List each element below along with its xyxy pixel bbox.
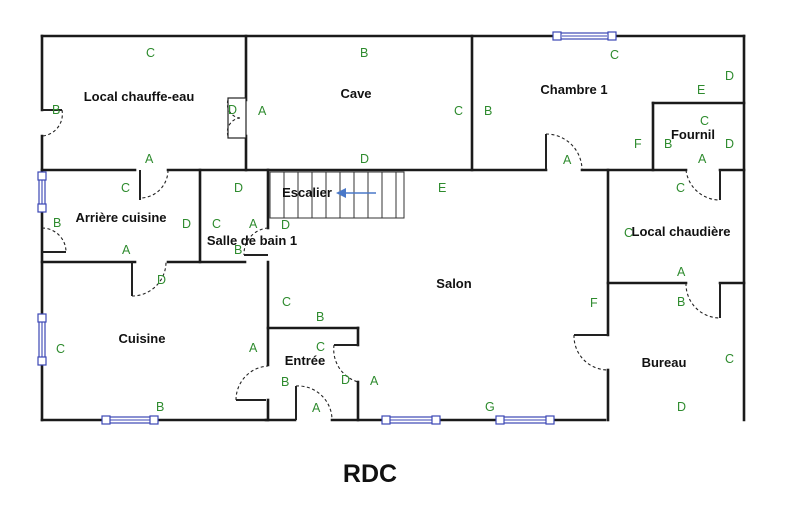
wall-letter: B (677, 295, 685, 309)
room-label-salle-de-bain-1: Salle de bain 1 (207, 233, 297, 248)
room-label-chambre-1: Chambre 1 (540, 82, 607, 97)
wall-letter: B (52, 103, 60, 117)
wall-letter: A (563, 153, 572, 167)
window-salon-bottom-right (495, 415, 555, 425)
wall-letter: B (316, 310, 324, 324)
plan-title: RDC (343, 460, 397, 488)
wall-letter: B (234, 243, 242, 257)
wall-letter: F (590, 296, 598, 310)
stair-arrowhead (336, 188, 346, 198)
wall-letter: D (725, 137, 734, 151)
door-cuisine-top (131, 261, 167, 297)
wall-letter: D (281, 218, 290, 232)
wall-letter: C (121, 181, 130, 195)
wall-letter: B (664, 137, 672, 151)
room-label-salon: Salon (436, 276, 471, 291)
window-chambre-top (552, 31, 617, 41)
wall-letter: B (484, 104, 492, 118)
wall-letter: D (234, 181, 243, 195)
door-chauffe-eau-cave (226, 97, 247, 139)
window-arriere-cuisine-left (37, 171, 47, 213)
window-salon-bottom-left (381, 415, 441, 425)
room-label-escalier: Escalier (282, 185, 332, 200)
walls (40, 34, 746, 422)
room-label-bureau: Bureau (642, 355, 687, 370)
wall-letter: B (53, 216, 61, 230)
wall-letter: A (312, 401, 321, 415)
wall-letter: B (360, 46, 368, 60)
room-label-cave: Cave (340, 86, 371, 101)
wall-letter: F (634, 137, 642, 151)
door-sdb (243, 227, 269, 256)
wall-letter: C (316, 340, 325, 354)
wall-letter: A (249, 341, 258, 355)
wall-letter: C (282, 295, 291, 309)
wall-letter: C (610, 48, 619, 62)
wall-letter: C (146, 46, 155, 60)
door-chauffe-eau-left (41, 109, 63, 137)
room-label-local-chaudiere: Local chaudière (632, 224, 731, 239)
wall-letter: C (676, 181, 685, 195)
window-cuisine-left (37, 313, 47, 366)
room-label-entree: Entrée (285, 353, 325, 368)
wall-letter: C (725, 352, 734, 366)
wall-letter: C (454, 104, 463, 118)
wall-letters: C B C D B A C B E D A C F D B C D D E A … (52, 46, 734, 415)
door-arriere-cuisine-top (139, 169, 169, 200)
wall-letter: G (485, 400, 495, 414)
door-arriere-cuisine-left (41, 227, 67, 253)
wall-letter: C (624, 226, 633, 240)
doors (41, 97, 721, 421)
room-label-fournil: Fournil (671, 127, 715, 142)
window-cuisine-bottom (101, 415, 159, 425)
door-fournil (685, 169, 721, 201)
wall-letter: D (182, 217, 191, 231)
wall-letter: A (677, 265, 686, 279)
wall-letter: E (438, 181, 446, 195)
room-label-cuisine: Cuisine (119, 331, 166, 346)
door-entree-salon (333, 344, 359, 383)
wall-letter: A (122, 243, 131, 257)
door-bureau (573, 334, 609, 371)
door-entree-front (295, 385, 333, 421)
wall-letter: D (360, 152, 369, 166)
wall-letter: C (56, 342, 65, 356)
wall-letter: C (212, 217, 221, 231)
wall-letter: A (258, 104, 267, 118)
wall-letter: B (281, 375, 289, 389)
wall-letter: D (157, 273, 166, 287)
room-label-local-chauffe-eau: Local chauffe-eau (84, 89, 195, 104)
wall-letter: D (341, 373, 350, 387)
room-labels: Local chauffe-eau Cave Chambre 1 Fournil… (75, 82, 730, 370)
wall-letter: A (698, 152, 707, 166)
wall-letter: B (156, 400, 164, 414)
wall-letter: D (677, 400, 686, 414)
wall-letter: D (725, 69, 734, 83)
door-cuisine-entree (235, 365, 269, 401)
wall-letter: A (145, 152, 154, 166)
staircase (269, 171, 405, 219)
wall-letter: A (249, 217, 258, 231)
door-chambre (545, 133, 583, 171)
wall-letter: C (700, 114, 709, 128)
windows (37, 31, 617, 425)
wall-letter: D (228, 103, 237, 117)
room-label-arriere-cuisine: Arrière cuisine (75, 210, 166, 225)
door-chaudiere-bureau (685, 282, 721, 319)
wall-letter: A (370, 374, 379, 388)
wall-letter: E (697, 83, 705, 97)
